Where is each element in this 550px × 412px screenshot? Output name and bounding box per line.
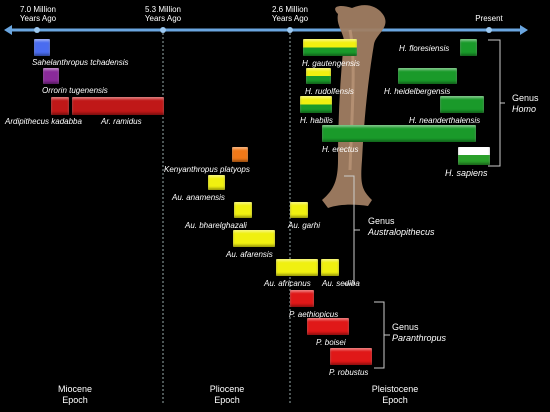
bar-h-neanderthalensis — [440, 96, 484, 113]
bar-au-garhi — [290, 202, 308, 218]
bar-p-robustus — [330, 348, 372, 365]
label-h-floresiensis: H. floresiensis — [399, 44, 450, 53]
bar-ardipithecus-kadabba — [51, 97, 69, 115]
axis-arrow-right — [520, 25, 528, 35]
bar-au-bharelghazali — [234, 202, 252, 218]
bar-orrorin — [43, 68, 59, 84]
bar-h-floresiensis — [460, 39, 477, 56]
label-p-boisei: P. boisei — [316, 338, 346, 347]
label-au-bharelghazali: Au. bharelghazali — [185, 221, 247, 230]
label-p-robustus: P. robustus — [329, 368, 369, 377]
bar-h-sapiens — [458, 147, 490, 165]
label-h-neanderthalensis: H. neanderthalensis — [409, 116, 481, 125]
label-h-sapiens: H. sapiens — [445, 168, 488, 178]
label-au-sediba: Au. sediba — [322, 279, 360, 288]
tick-label-present: Present — [475, 14, 503, 23]
bracket-paranthropus — [374, 301, 390, 369]
label-au-afarensis: Au. afarensis — [226, 250, 273, 259]
label-ar-ramidus: Ar. ramidus — [101, 117, 142, 126]
label-h-erectus: H. erectus — [322, 145, 359, 154]
bar-h-heidelbergensis — [398, 68, 457, 84]
label-orrorin: Orrorin tugenensis — [42, 86, 108, 95]
label-sahelanthropus: Sahelanthropus tchadensis — [32, 58, 129, 67]
bar-kenyanthropus — [232, 147, 248, 162]
bar-au-anamensis — [208, 175, 225, 190]
label-au-garhi: Au. garhi — [288, 221, 321, 230]
bar-au-sediba — [321, 259, 339, 276]
tick-dot-present — [486, 27, 492, 33]
label-au-africanus: Au. africanus — [264, 279, 311, 288]
label-kenyanthropus: Kenyanthropus platyops — [164, 165, 250, 174]
bar-au-afarensis — [233, 230, 275, 247]
bar-p-boisei — [307, 318, 349, 335]
tick-dot-53 — [160, 27, 166, 33]
label-h-rudolfensis: H. rudolfensis — [305, 87, 354, 96]
bar-ar-ramidus — [72, 97, 164, 115]
tick-dot-7 — [34, 27, 40, 33]
tick-dot-26 — [287, 27, 293, 33]
axis-arrow-left — [4, 25, 12, 35]
bar-h-gautengensis — [303, 39, 357, 56]
bar-sahelanthropus — [34, 39, 50, 56]
label-p-aethiopicus: P. aethiopicus — [289, 310, 339, 319]
label-h-gautengensis: H. gautengensis — [302, 59, 360, 68]
bar-h-habilis — [300, 96, 332, 113]
label-ardipithecus-kadabba: Ardipithecus kadabba — [5, 117, 82, 126]
bracket-homo — [488, 39, 505, 167]
bar-h-erectus — [322, 125, 476, 142]
bracket-australopithecus — [344, 175, 360, 285]
label-h-heidelbergensis: H. heidelbergensis — [384, 87, 451, 96]
bar-au-africanus — [276, 259, 318, 276]
label-h-habilis: H. habilis — [300, 116, 333, 125]
label-au-anamensis: Au. anamensis — [172, 193, 225, 202]
bar-p-aethiopicus — [290, 290, 314, 307]
bar-h-rudolfensis — [306, 68, 331, 84]
